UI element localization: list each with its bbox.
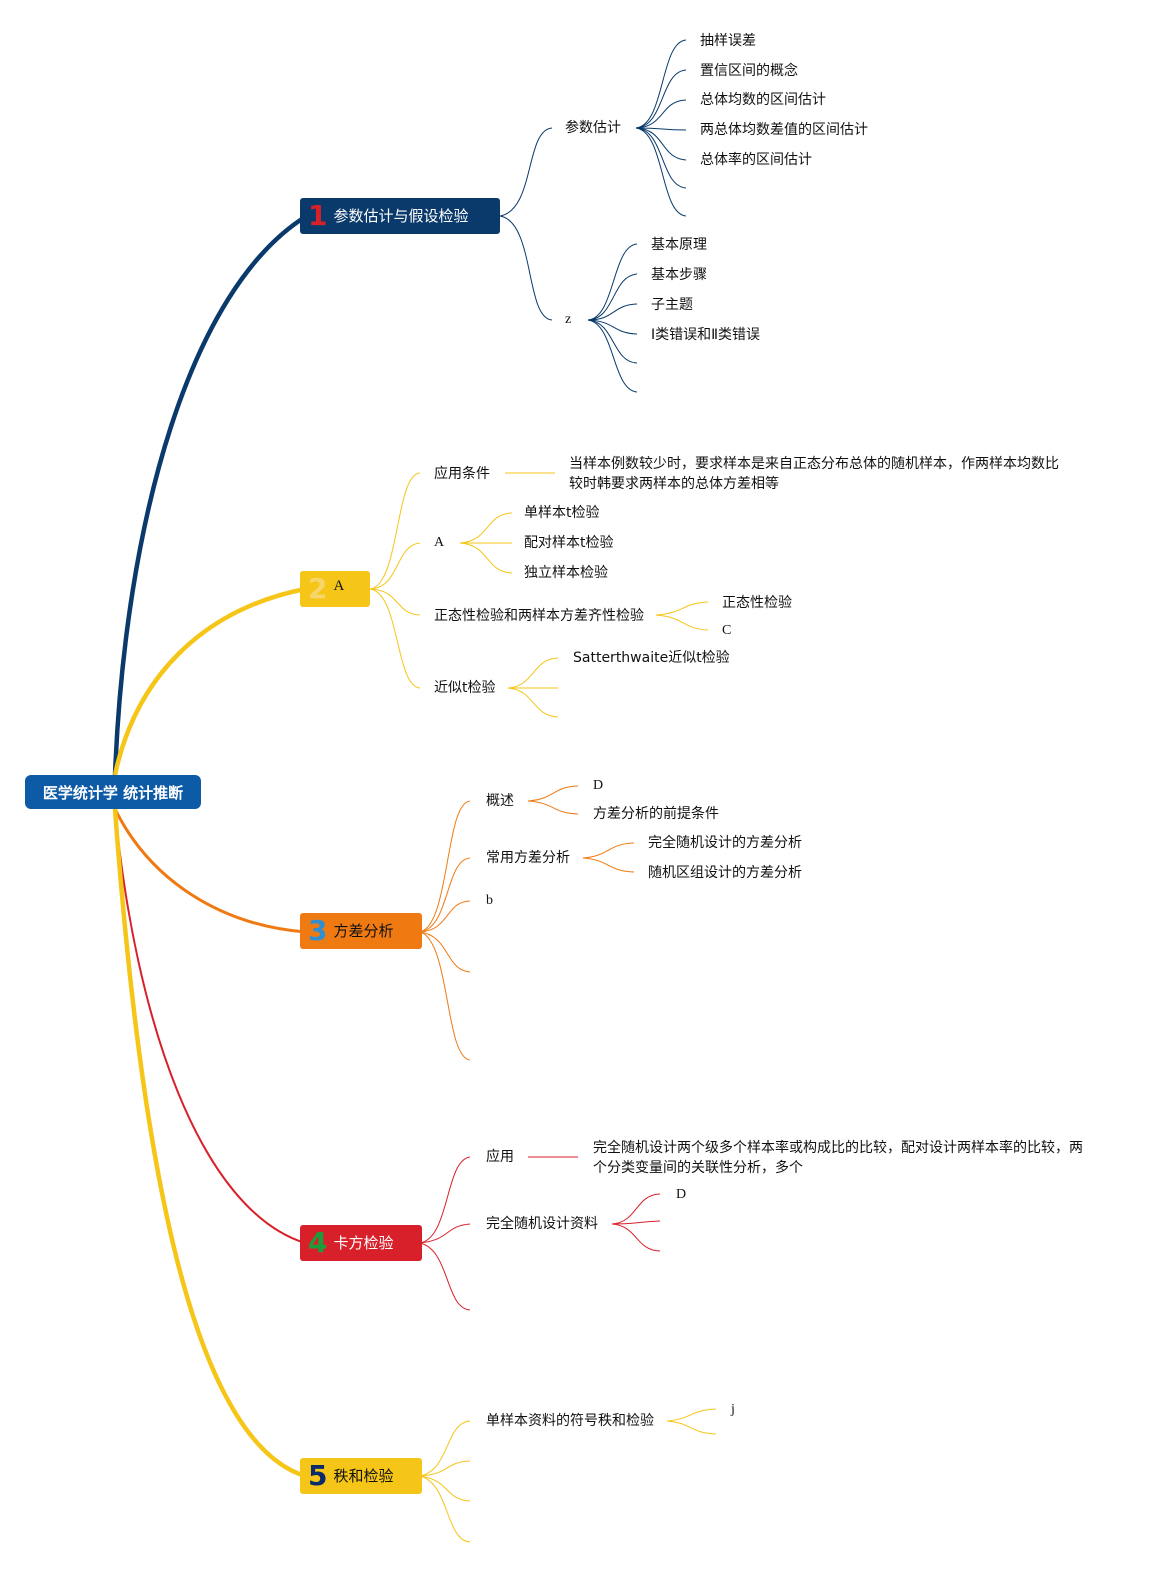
- topic-crd-data[interactable]: 完全随机设计资料: [486, 1216, 598, 1232]
- topic-anova-assumptions[interactable]: 方差分析的前提条件: [593, 806, 719, 822]
- topic-application-note[interactable]: 完全随机设计两个级多个样本率或构成比的比较，配对设计两样本率的比较，两个分类变量…: [593, 1140, 1083, 1176]
- topic-independent-test[interactable]: 独立样本检验: [524, 565, 608, 581]
- topic-signed-rank[interactable]: 单样本资料的符号秩和检验: [486, 1413, 654, 1429]
- topic-normality-test[interactable]: 正态性检验: [722, 595, 792, 611]
- topic-sampling-error[interactable]: 抽样误差: [700, 33, 756, 49]
- branch-5-topic[interactable]: 5 秩和检验: [300, 1458, 422, 1494]
- topic-d[interactable]: D: [593, 778, 604, 793]
- connector-branch-4: [114, 808, 306, 1244]
- branch-4-number: 4: [308, 1226, 328, 1259]
- connector-branch-1: [112, 215, 307, 776]
- branch-3-topic[interactable]: 3 方差分析: [300, 913, 422, 949]
- connector-branch-5: [112, 808, 306, 1479]
- topic-normality-variance[interactable]: 正态性检验和两样本方差齐性检验: [434, 608, 644, 624]
- connector-branch-2: [112, 586, 306, 776]
- branch-1-label: 参数估计与假设检验: [333, 207, 469, 225]
- branch-3-label: 方差分析: [333, 922, 394, 940]
- topic-conditions[interactable]: 应用条件: [434, 466, 490, 482]
- topic-ci-concept[interactable]: 置信区间的概念: [700, 63, 798, 79]
- topic-mean-ci[interactable]: 总体均数的区间估计: [700, 92, 826, 108]
- topic-common-anova[interactable]: 常用方差分析: [486, 850, 570, 866]
- topic-z[interactable]: z: [565, 312, 572, 327]
- branch-2-number: 2: [308, 572, 328, 605]
- topic-mean-diff-ci[interactable]: 两总体均数差值的区间估计: [700, 122, 868, 138]
- branch-4-label: 卡方检验: [333, 1234, 394, 1252]
- topic-c[interactable]: C: [722, 623, 732, 638]
- branch-5-label: 秩和检验: [333, 1467, 394, 1485]
- topic-b[interactable]: b: [486, 893, 493, 908]
- topic-one-sample-t[interactable]: 单样本t检验: [524, 505, 600, 521]
- topic-overview[interactable]: 概述: [486, 793, 514, 809]
- topic-satterthwaite[interactable]: Satterthwaite近似t检验: [573, 650, 730, 666]
- topic-a[interactable]: A: [434, 535, 445, 550]
- topic-type-errors[interactable]: Ⅰ类错误和Ⅱ类错误: [651, 327, 761, 343]
- topic-application[interactable]: 应用: [486, 1149, 514, 1165]
- topic-rbd-anova[interactable]: 随机区组设计的方差分析: [648, 865, 802, 881]
- topic-subtopic[interactable]: 子主题: [651, 297, 693, 313]
- topic-j[interactable]: j: [731, 1402, 735, 1417]
- topic-basic-principle[interactable]: 基本原理: [651, 237, 707, 253]
- topic-paired-t[interactable]: 配对样本t检验: [524, 535, 614, 551]
- topic-param-estimation[interactable]: 参数估计: [565, 120, 621, 136]
- branch-2-topic[interactable]: 2 A: [300, 571, 370, 607]
- branch-1-topic[interactable]: 1 参数估计与假设检验: [300, 198, 500, 234]
- topic-crd-anova[interactable]: 完全随机设计的方差分析: [648, 835, 802, 851]
- topic-approx-t[interactable]: 近似t检验: [434, 680, 496, 696]
- topic-basic-steps[interactable]: 基本步骤: [651, 267, 707, 283]
- root-topic[interactable]: 医学统计学 统计推断: [25, 775, 201, 809]
- topic-d-2[interactable]: D: [676, 1187, 687, 1202]
- branch-5-number: 5: [308, 1459, 328, 1492]
- topic-rate-ci[interactable]: 总体率的区间估计: [700, 152, 812, 168]
- branch-2-label: A: [333, 578, 345, 594]
- branch-1-number: 1: [308, 199, 328, 232]
- root-topic-label: 医学统计学 统计推断: [42, 783, 184, 802]
- topic-conditions-note[interactable]: 当样本例数较少时，要求样本是来自正态分布总体的随机样本，作两样本均数比较时韩要求…: [569, 456, 1059, 492]
- connector-branch-3: [113, 808, 306, 934]
- branch-4-topic[interactable]: 4 卡方检验: [300, 1225, 422, 1261]
- branch-3-number: 3: [308, 914, 328, 947]
